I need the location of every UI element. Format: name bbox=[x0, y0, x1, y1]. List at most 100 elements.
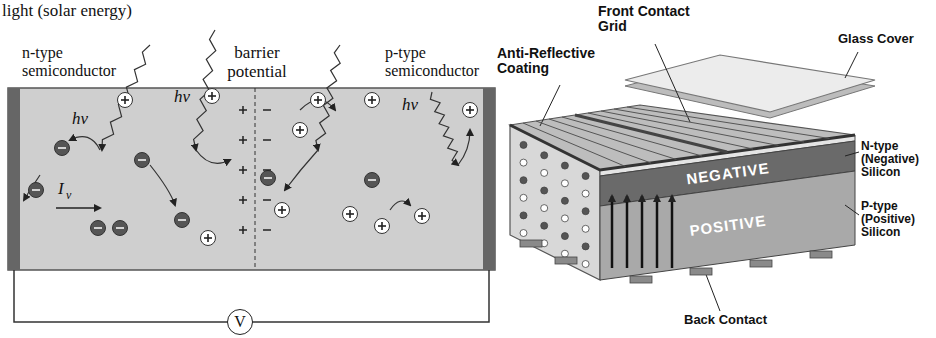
charge-sign bbox=[469, 106, 471, 114]
charge-sign bbox=[32, 189, 40, 191]
electrode bbox=[8, 88, 20, 270]
wire bbox=[252, 270, 489, 322]
carrier-dot bbox=[561, 180, 568, 187]
flow-arrow bbox=[641, 196, 644, 268]
hole bbox=[293, 123, 308, 138]
carrier-dot bbox=[582, 225, 589, 232]
part-label: Back Contact bbox=[684, 313, 767, 327]
barrier-label: barrier potential bbox=[222, 44, 292, 81]
electron bbox=[113, 221, 128, 236]
glass-cover bbox=[625, 55, 875, 112]
electron bbox=[55, 141, 70, 156]
hole bbox=[463, 103, 478, 118]
charge-sign bbox=[299, 126, 301, 134]
semiconductor-slab bbox=[8, 88, 495, 270]
region-label: n-type semiconductor bbox=[22, 44, 134, 79]
hole bbox=[343, 207, 358, 222]
charge-sign bbox=[264, 177, 272, 179]
leader-line bbox=[845, 152, 859, 156]
carrier-path bbox=[458, 130, 470, 165]
barrier-sign bbox=[263, 139, 271, 141]
voltmeter-circle: V bbox=[227, 309, 253, 335]
junction-line bbox=[255, 88, 256, 270]
back-contact bbox=[555, 257, 577, 264]
carrier-dot bbox=[520, 177, 527, 184]
charge-sign bbox=[421, 212, 423, 220]
leader-line bbox=[845, 205, 859, 215]
photon-label: hν bbox=[72, 110, 88, 129]
part-label: Front Contact Grid bbox=[598, 4, 718, 35]
hole bbox=[415, 209, 430, 224]
charge-sign bbox=[178, 219, 186, 221]
carrier-dot bbox=[561, 233, 568, 240]
carrier-dot bbox=[582, 173, 589, 180]
carrier-dot bbox=[541, 205, 548, 212]
carrier-dot bbox=[520, 194, 527, 201]
hole bbox=[275, 203, 290, 218]
photon-ray bbox=[430, 92, 458, 165]
photon-label: hν bbox=[174, 88, 190, 107]
flow-arrow bbox=[656, 196, 659, 268]
busbar bbox=[575, 115, 727, 152]
carrier-dot bbox=[582, 208, 589, 215]
illustration-details bbox=[24, 30, 832, 283]
leader-line bbox=[705, 272, 720, 311]
charge-sign bbox=[138, 159, 146, 161]
carrier-dot bbox=[541, 222, 548, 229]
hole bbox=[311, 93, 326, 108]
barrier-sign bbox=[242, 166, 244, 174]
hole bbox=[201, 231, 216, 246]
carrier-dot bbox=[520, 141, 527, 148]
charge-sign bbox=[116, 227, 124, 229]
photon-ray bbox=[102, 45, 150, 150]
charge-sign bbox=[281, 206, 283, 214]
carrier-dot bbox=[561, 250, 568, 257]
carrier-dot bbox=[541, 169, 548, 176]
electrode bbox=[483, 88, 495, 270]
light-label: light (solar energy) bbox=[2, 2, 132, 21]
carrier-path bbox=[70, 137, 100, 150]
leader-line bbox=[845, 52, 858, 78]
electron bbox=[91, 221, 106, 236]
cell-top-face bbox=[510, 105, 855, 170]
carrier-dot bbox=[541, 187, 548, 194]
barrier-sign bbox=[263, 109, 271, 111]
grid-finger bbox=[536, 121, 651, 163]
barrier-sign bbox=[242, 136, 244, 144]
carrier-path bbox=[150, 165, 175, 205]
hole bbox=[205, 89, 220, 104]
barrier-sign bbox=[263, 229, 271, 231]
p-type-layer bbox=[600, 171, 855, 280]
region-label: p-type semiconductor bbox=[385, 44, 495, 79]
charge-sign bbox=[368, 179, 376, 181]
charge-sign bbox=[211, 92, 213, 100]
barrier-sign bbox=[242, 106, 244, 114]
charge-sign bbox=[94, 227, 102, 229]
carrier-path bbox=[390, 201, 410, 210]
flow-arrow bbox=[626, 196, 629, 268]
barrier-sign bbox=[242, 226, 244, 234]
current-subscript: v bbox=[66, 189, 71, 202]
meter-symbol: V bbox=[234, 313, 246, 331]
carrier-dot bbox=[561, 162, 568, 169]
carrier-dot bbox=[561, 215, 568, 222]
grid-finger bbox=[523, 123, 626, 167]
electron bbox=[261, 171, 276, 186]
flow-arrow bbox=[671, 196, 674, 268]
carrier-dot bbox=[582, 261, 589, 268]
grid-finger bbox=[614, 109, 804, 142]
charge-sign bbox=[381, 222, 383, 230]
back-contact bbox=[520, 240, 542, 247]
barrier-sign bbox=[242, 196, 244, 204]
barrier-sign bbox=[263, 199, 271, 201]
carrier-dot bbox=[561, 197, 568, 204]
hole bbox=[118, 93, 133, 108]
back-contact bbox=[690, 268, 712, 275]
carrier-dot bbox=[582, 243, 589, 250]
charge-sign bbox=[124, 96, 126, 104]
carrier-path bbox=[196, 150, 230, 163]
photon-label: hν bbox=[402, 96, 418, 115]
carrier-dot bbox=[541, 152, 548, 159]
